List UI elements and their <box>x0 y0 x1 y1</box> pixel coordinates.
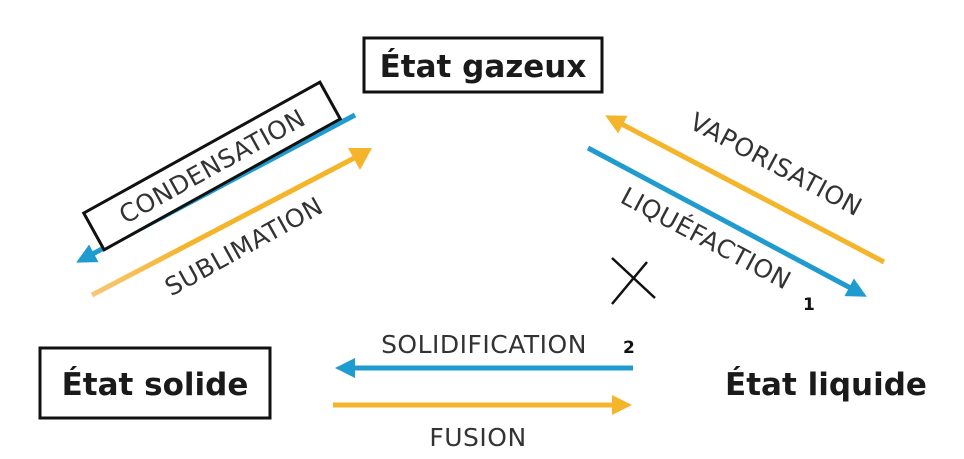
state-gazeux-box <box>362 36 604 94</box>
condensation-box <box>81 80 343 252</box>
sublimation-arrowhead <box>348 148 372 170</box>
sublimation-arrow <box>90 152 362 298</box>
cross-mark-icon <box>611 257 656 305</box>
vaporisation-arrow <box>605 115 886 265</box>
liquefaction-arrow <box>586 145 867 297</box>
fusion-label: FUSION <box>429 423 526 452</box>
state-gazeux: État gazeux <box>362 36 604 94</box>
state-solide-label: État solide <box>62 367 249 403</box>
state-gazeux-label: État gazeux <box>380 49 587 85</box>
solidification-label: SOLIDIFICATION <box>381 330 587 359</box>
solidification-footnote-mark: 2 <box>623 338 635 358</box>
state-liquide-label: État liquide <box>725 367 927 403</box>
state-solide-box <box>38 346 272 420</box>
liquefaction-label: LIQUÉFACTION <box>616 181 796 295</box>
liquefaction-footnote-mark: 1 <box>803 295 815 315</box>
state-solide: État solide <box>38 346 272 420</box>
